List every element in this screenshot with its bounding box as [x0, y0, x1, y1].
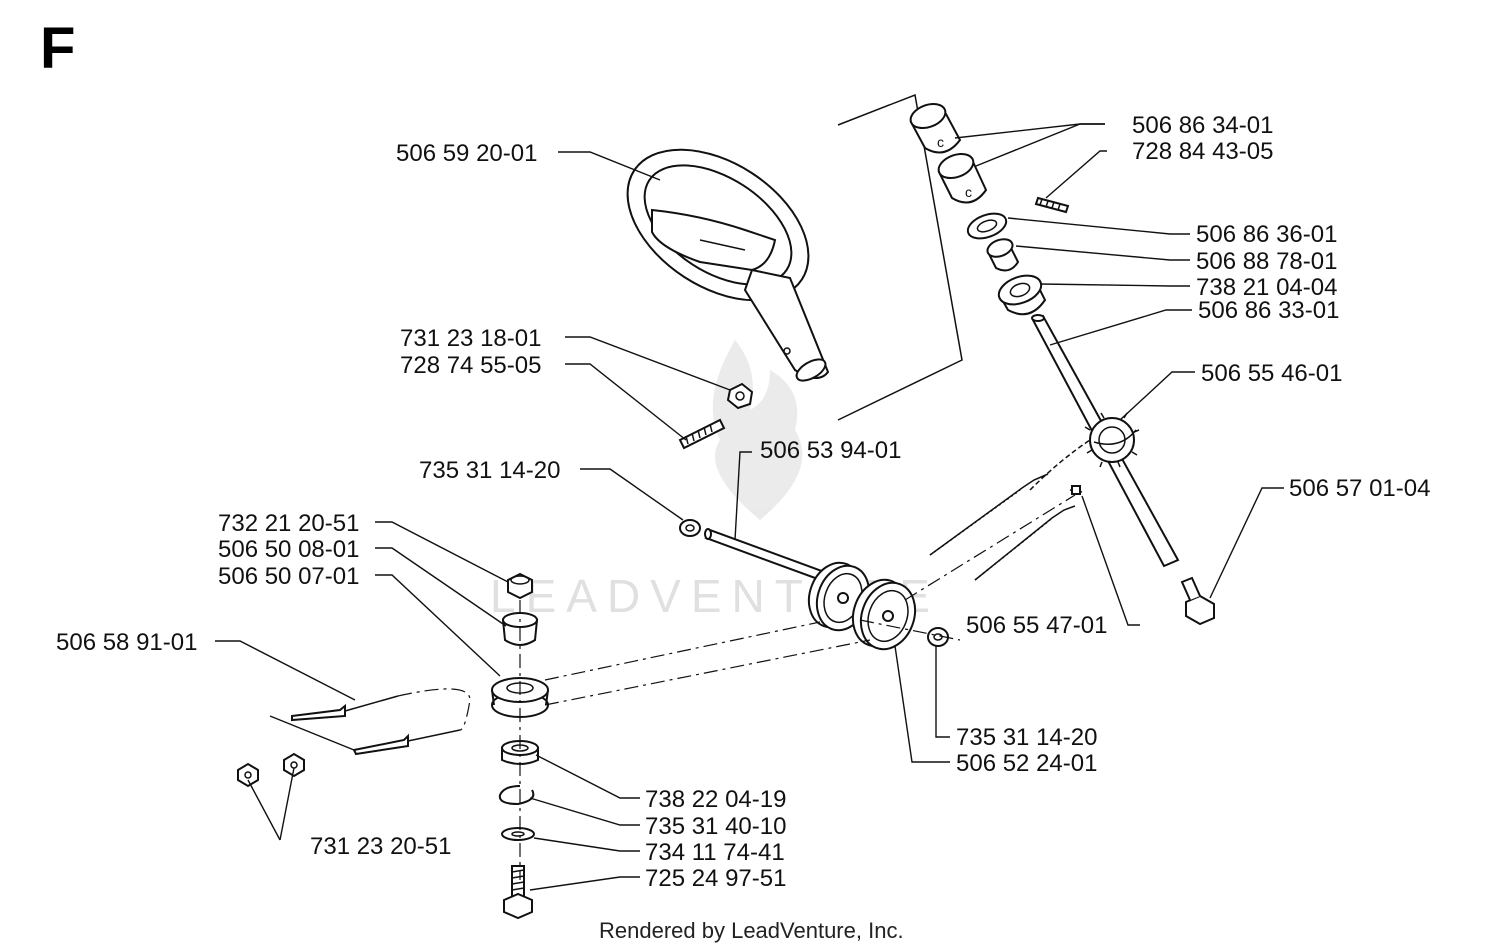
clip-735-31-40: [498, 785, 535, 806]
washer-735-31-14-left: [679, 519, 701, 537]
label-l3: 728 74 55-05: [400, 352, 541, 379]
label-l17: 506 86 36-01: [1196, 221, 1337, 248]
part-labels: 506 59 20-01 731 23 18-01 728 74 55-05 7…: [56, 112, 1430, 892]
label-l10: 731 23 20-51: [310, 833, 451, 860]
nuts-731-23-20: [237, 752, 305, 788]
label-l9: 506 58 91-01: [56, 629, 197, 656]
pulley-rear: [851, 578, 917, 651]
label-l1: 506 59 20-01: [396, 140, 537, 167]
footer-credit: Rendered by LeadVenture, Inc.: [599, 918, 904, 943]
set-screw-728-84-43: [1034, 196, 1070, 214]
washer-734-11-74: [501, 827, 535, 841]
label-l21: 506 55 46-01: [1201, 360, 1342, 387]
cable-506-58-91: [291, 688, 471, 756]
belt-lower: [544, 639, 871, 706]
collar-upper: c: [909, 102, 962, 154]
label-l22: 506 57 01-04: [1289, 475, 1430, 502]
nut-731-23-18: [726, 382, 754, 410]
svg-text:c: c: [965, 184, 972, 200]
label-l18: 506 88 78-01: [1196, 248, 1337, 275]
svg-text:c: c: [937, 134, 944, 150]
bushing-506-88-78: [986, 238, 1020, 272]
label-l20: 506 86 33-01: [1198, 297, 1339, 324]
nut-732-21-20: [507, 572, 533, 600]
label-l24: 735 31 14-20: [956, 724, 1097, 751]
chain-loop: [1093, 429, 1137, 445]
cable-upper: [929, 473, 1049, 556]
label-l12: 735 31 40-10: [645, 813, 786, 840]
label-l13: 734 11 74-41: [645, 839, 785, 866]
cable-lower: [974, 505, 1076, 581]
label-l14: 725 24 97-51: [645, 865, 786, 892]
label-l8: 506 50 07-01: [218, 563, 359, 590]
label-l23: 506 55 47-01: [966, 612, 1107, 639]
label-l25: 506 52 24-01: [956, 750, 1097, 777]
screw-728-74-55: [678, 418, 726, 450]
section-letter: F: [40, 16, 75, 81]
label-l19: 738 21 04-04: [1196, 274, 1337, 301]
belt-upper: [544, 621, 821, 681]
link-line: [904, 494, 1076, 601]
label-l2: 731 23 18-01: [400, 325, 541, 352]
axis-right-washer: [859, 619, 961, 641]
label-l16: 728 84 43-05: [1132, 138, 1273, 165]
collar-lower: c: [937, 152, 988, 204]
steering-wheel: [626, 148, 830, 382]
bolt-506-57-01: [1180, 576, 1215, 626]
label-l5: 506 53 94-01: [760, 437, 901, 464]
leader-lines: [215, 123, 1284, 891]
chain-upper: [1029, 439, 1091, 495]
label-l6: 732 21 20-51: [218, 510, 359, 537]
bolt-725-24-97: [503, 865, 533, 920]
label-l11: 738 22 04-19: [645, 786, 786, 813]
label-l15: 506 86 34-01: [1132, 112, 1273, 139]
washer-506-86-36: [966, 212, 1008, 240]
bearing-738-21-04: [997, 274, 1047, 316]
assembly-bracket: [837, 93, 963, 421]
label-l7: 506 50 08-01: [218, 536, 359, 563]
label-l4: 735 31 14-20: [419, 457, 560, 484]
